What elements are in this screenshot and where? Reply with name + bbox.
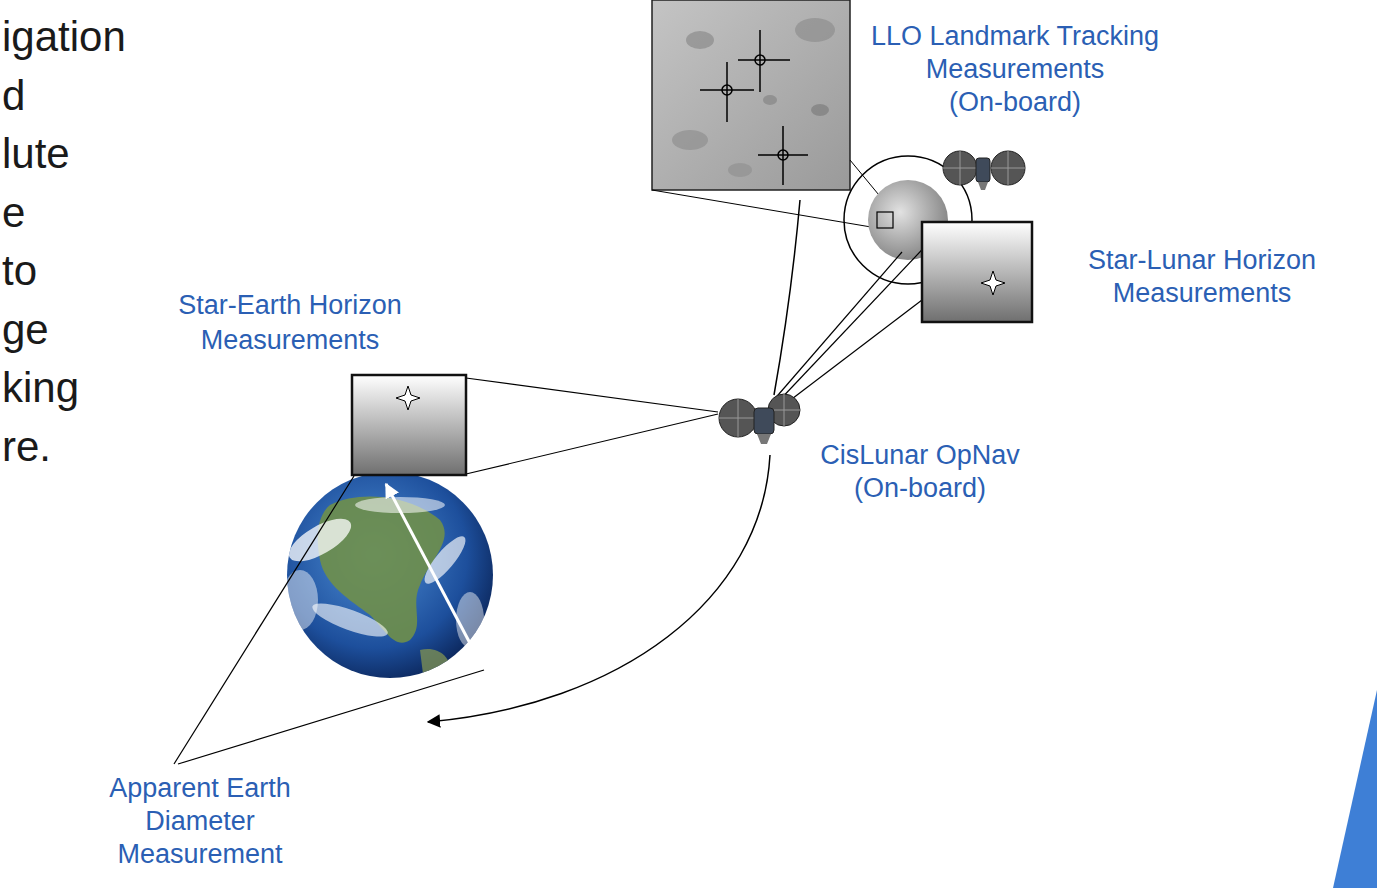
label-holder: CisLunar OpNav (On-board) [820,439,1020,505]
text-line: re. [2,418,126,477]
text-line: to [2,242,126,301]
trajectory [774,200,800,395]
inset-marker [877,212,893,228]
text-line: Apparent Earth [109,772,291,805]
text-line: Measurement [109,838,291,871]
text-line: Star-Lunar Horizon [1088,244,1316,277]
label-holder: igation d lute e to ge king re. [2,8,126,476]
star-earth-frame [352,375,466,475]
sight-line [772,236,935,408]
text-line: king [2,359,126,418]
body-text: igation d lute e to ge king re. [2,8,126,476]
label-holder: Apparent Earth Diameter Measurement [109,772,291,871]
text-line: Star-Earth Horizon [178,288,402,323]
callout-label: LLO Landmark Tracking Measurements (On-b… [871,20,1159,119]
leader-line [652,190,877,228]
text-line: (On-board) [871,86,1159,119]
callout-label: Star-Lunar Horizon Measurements [1088,244,1316,310]
callout-label: Apparent Earth Diameter Measurement [109,772,291,871]
text-line: Diameter [109,805,291,838]
label-holder: Star-Earth Horizon Measurements [178,288,402,358]
spacecraft [719,394,800,444]
text-line: e [2,184,126,243]
text-line: lute [2,125,126,184]
earth [282,472,493,690]
label-holder: LLO Landmark Tracking Measurements (On-b… [871,20,1159,119]
text-line: d [2,67,126,126]
text-line: (On-board) [820,472,1020,505]
star-lunar-frame [922,222,1032,322]
text-line: ge [2,301,126,360]
spacecraft [943,151,1025,190]
text-line: Measurements [1088,277,1316,310]
text-line: igation [2,8,126,67]
leader-line [174,476,484,764]
lunar-surface-inset [652,0,850,190]
callout-label: CisLunar OpNav (On-board) [820,439,1020,505]
text-line: LLO Landmark Tracking [871,20,1159,53]
callout-label: Star-Earth Horizon Measurements [178,288,402,358]
sight-line [466,378,718,474]
text-line: Measurements [178,323,402,358]
text-line: CisLunar OpNav [820,439,1020,472]
label-holder: Star-Lunar Horizon Measurements [1088,244,1316,310]
corner-wedge [1333,690,1377,888]
text-line: Measurements [871,53,1159,86]
